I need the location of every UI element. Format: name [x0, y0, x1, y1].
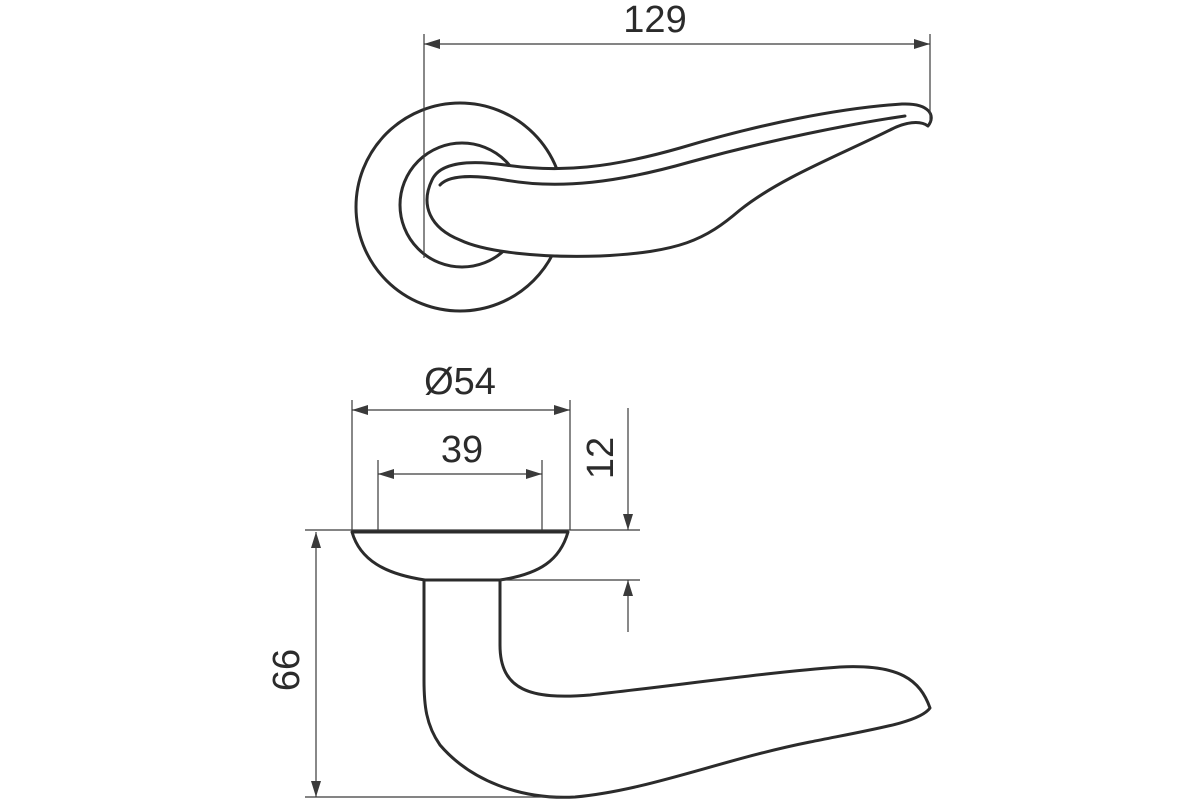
lever-top-inner-contour — [438, 114, 907, 187]
height12-arrow-top — [623, 514, 633, 530]
rosette-diameter-label: Ø54 — [424, 361, 496, 403]
lever-top-outline — [425, 102, 933, 258]
inner-arrow-right — [526, 469, 542, 479]
side-view: Ø54 39 12 66 — [266, 361, 932, 799]
diameter-arrow-right — [554, 405, 570, 415]
top-view: 129 — [354, 0, 933, 313]
lever-side-outline — [422, 578, 932, 799]
diameter-arrow-left — [352, 405, 368, 415]
overall-height-label: 66 — [266, 649, 308, 691]
length-arrow-left — [424, 39, 440, 49]
overall-length-label: 129 — [623, 0, 686, 41]
length-arrow-right — [914, 39, 930, 49]
rosette-height-label: 12 — [580, 437, 622, 479]
inner-diameter-label: 39 — [441, 429, 483, 471]
height12-arrow-bottom — [623, 580, 633, 596]
height66-arrow-bottom — [311, 781, 321, 797]
rosette-cap-outline — [350, 530, 570, 582]
height66-arrow-top — [311, 532, 321, 548]
inner-arrow-left — [378, 469, 394, 479]
